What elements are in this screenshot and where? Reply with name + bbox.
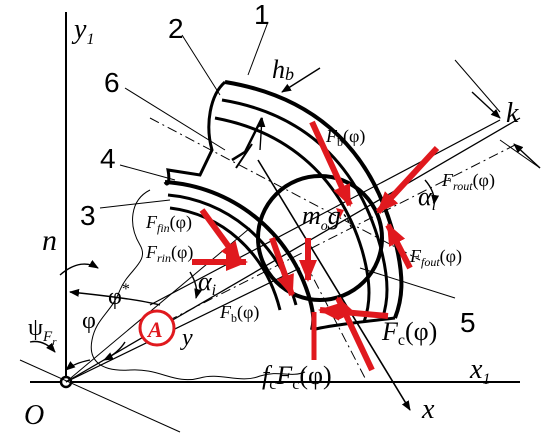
inner-step xyxy=(231,117,264,162)
force-labels: Fb(φ) Frout(φ) Ffout(φ) Ffin(φ) Frin(φ) … xyxy=(145,126,495,393)
inner-step-2 xyxy=(235,143,253,169)
Fb-top-label: Fb(φ) xyxy=(325,126,365,149)
hb-label: hb xyxy=(272,55,294,84)
centerline-dashdot xyxy=(149,117,421,261)
k-label: k xyxy=(506,98,519,129)
part-number-4: 4 xyxy=(100,143,116,174)
outer-arc-1 xyxy=(224,80,404,319)
phi-star-label: φ* xyxy=(108,281,130,310)
phi-arc xyxy=(103,341,126,361)
ball xyxy=(256,174,384,302)
Frout-label: Frout(φ) xyxy=(441,170,495,193)
ring-bottom-cap xyxy=(311,316,396,332)
n-label: n xyxy=(42,224,57,257)
alpha-arc-lower xyxy=(189,271,203,299)
gravity-center-mark xyxy=(336,208,344,218)
outer-arc-2 xyxy=(221,98,389,321)
centerline-dashdot-2 xyxy=(149,144,516,331)
k-dimension-1 xyxy=(471,91,501,119)
Fb-bot-label: Fb(φ) xyxy=(219,302,259,325)
rotation-arrow-n xyxy=(59,259,99,276)
y-axis-line-upper xyxy=(149,119,501,306)
psi-arc-2 xyxy=(65,359,91,371)
part-number-6: 6 xyxy=(104,67,120,98)
point-A-label: A xyxy=(146,317,163,342)
fcFc-label: fcFc(φ) xyxy=(262,361,332,393)
Frin-label: Frin(φ) xyxy=(145,242,193,265)
phi-star-arc xyxy=(69,288,161,306)
psi-arc xyxy=(29,340,56,353)
force-Frout xyxy=(375,145,440,215)
force-Ffout xyxy=(385,223,413,270)
force-arrows xyxy=(192,120,440,372)
ring-top-cap xyxy=(163,80,227,186)
Ffin-label: Ffin(φ) xyxy=(145,212,192,235)
x-label: x xyxy=(421,394,435,425)
point-A-marker: A xyxy=(138,309,176,347)
alpha-arc-upper xyxy=(424,179,440,205)
Fc-label: Fc(φ) xyxy=(381,317,437,349)
ray-A-lower xyxy=(65,267,301,383)
x1-label: x1 xyxy=(469,354,490,388)
inner-arc-3 xyxy=(169,206,282,311)
axis-labels: y1 x1 O x y xyxy=(24,14,490,431)
mg-label: mog xyxy=(302,201,341,234)
force-fcFc xyxy=(318,302,389,321)
k-dimension-2 xyxy=(513,143,541,169)
part-number-2: 2 xyxy=(168,13,184,44)
psi-ray xyxy=(19,359,181,433)
body-outline xyxy=(90,189,306,381)
part-number-3: 3 xyxy=(80,200,96,231)
Ffout-label: Ffout(φ) xyxy=(409,246,462,269)
force-Fb-bot xyxy=(269,237,295,297)
origin-label: O xyxy=(24,400,44,431)
y1-label: y1 xyxy=(71,14,94,48)
part-numbers: 1 2 6 4 3 5 xyxy=(80,0,476,338)
phi-label: φ xyxy=(82,308,96,334)
hb-dimension xyxy=(281,67,321,93)
hb-dimension-2 xyxy=(257,117,266,151)
psi-label: ψFr xyxy=(28,315,57,348)
alpha-upper-label: αi xyxy=(418,182,436,214)
part-number-1: 1 xyxy=(254,0,270,30)
force-Fb-top xyxy=(309,120,353,207)
x-axis-line xyxy=(257,159,411,411)
alpha-lower-label: αi xyxy=(198,267,216,299)
leader-lines xyxy=(99,21,541,299)
y-label: y xyxy=(180,325,193,351)
part-number-5: 5 xyxy=(460,307,476,338)
